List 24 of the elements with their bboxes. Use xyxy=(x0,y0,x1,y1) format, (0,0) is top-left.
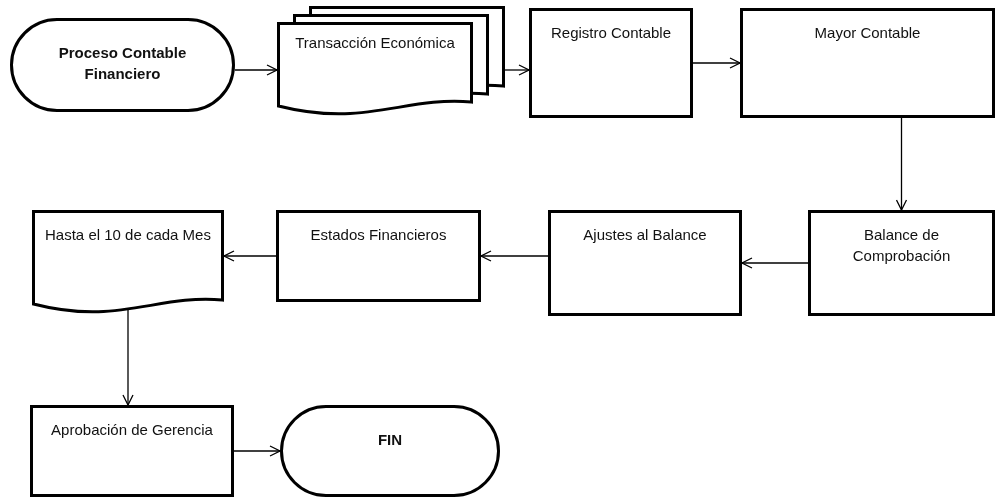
arrow xyxy=(233,445,281,457)
node-label: FIN xyxy=(376,430,404,450)
node-label: Estados Financieros xyxy=(309,225,448,245)
process-box xyxy=(808,210,995,316)
node-label: Hasta el 10 de cada Mes xyxy=(44,225,212,245)
arrow xyxy=(223,250,277,262)
node-label: Proceso Contable Financiero xyxy=(57,43,188,84)
process-box xyxy=(276,210,481,302)
arrow xyxy=(741,257,809,269)
arrow xyxy=(504,64,530,76)
node-label: Transacción Económica xyxy=(294,33,456,53)
node-label: Ajustes al Balance xyxy=(582,225,708,245)
node-label: Mayor Contable xyxy=(813,23,922,43)
process-box xyxy=(548,210,742,316)
arrow xyxy=(234,64,278,76)
process-box xyxy=(529,8,693,118)
node-label: Aprobación de Gerencia xyxy=(50,420,214,440)
process-box xyxy=(740,8,995,118)
arrow xyxy=(692,57,741,69)
node-label: Balance de Comprobación xyxy=(851,225,952,266)
arrow xyxy=(895,117,908,211)
arrow xyxy=(480,250,549,262)
process-box xyxy=(30,405,234,497)
node-label: Registro Contable xyxy=(549,23,673,43)
